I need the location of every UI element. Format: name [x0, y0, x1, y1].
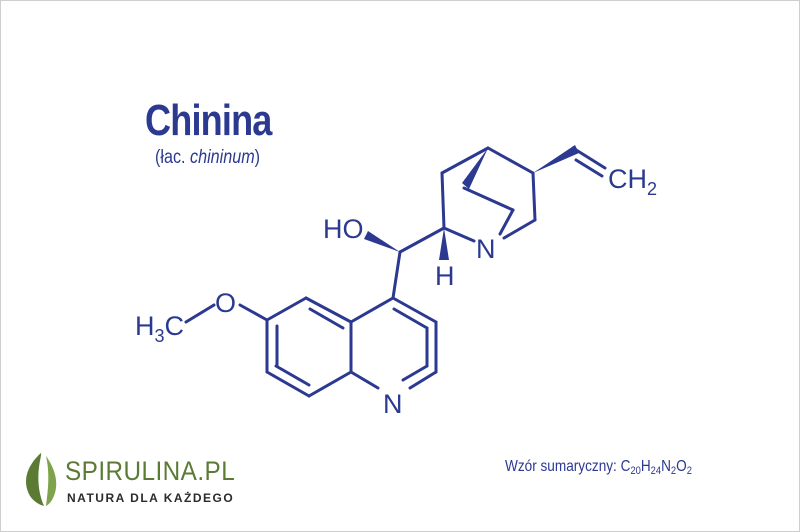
compound-title: Chinina [145, 96, 272, 145]
formula-element: H [640, 458, 651, 475]
bond [265, 370, 311, 398]
bond [349, 370, 380, 390]
bond [486, 146, 535, 175]
formula-count: 2 [686, 465, 692, 477]
bond [391, 250, 402, 300]
formula-label: Wzór sumaryczny: [505, 458, 621, 475]
formula-element: C [620, 458, 631, 475]
wedge-bond-h [439, 228, 449, 260]
atom-h-stereo: H [435, 261, 455, 291]
bond [571, 146, 607, 170]
bond-double-inner [274, 364, 311, 387]
formula-element: O [676, 458, 687, 475]
formula-count: 20 [630, 465, 641, 477]
formula-count: 24 [650, 465, 662, 477]
bond [440, 171, 446, 230]
molecular-formula: Wzór sumaryczny: C20H24N2O2 [505, 458, 692, 477]
bond-double-inner [392, 307, 429, 330]
bond-double-inner [574, 158, 604, 178]
bond [391, 296, 438, 324]
bond [398, 226, 446, 254]
methyl-h: H [135, 311, 155, 341]
subtitle-latin-name: chininum [190, 147, 255, 168]
bond [265, 296, 308, 322]
vinyl-subscript: 2 [647, 179, 657, 199]
bond [498, 208, 515, 236]
bond [304, 296, 353, 324]
atom-vinyl-ch2: CH2 [608, 164, 657, 199]
spirulina-logo [26, 451, 57, 507]
bond [502, 218, 537, 240]
formula-element: N [661, 458, 671, 475]
atom-methyl: H3C [135, 311, 184, 346]
wedge-bonds [364, 145, 579, 260]
atom-o-methoxy: O [215, 288, 236, 318]
bond [440, 146, 490, 175]
bond [462, 186, 515, 212]
formula-count: 2 [670, 465, 677, 477]
vinyl-ch: CH [608, 164, 647, 194]
bond [408, 370, 438, 390]
brand-tagline: NATURA DLA KAŻDEGO [67, 491, 235, 505]
bond [442, 226, 476, 243]
brand-name: SPIRULINA.PL [65, 456, 236, 486]
bond [184, 303, 216, 324]
bond [349, 296, 395, 324]
bond-lines [184, 146, 607, 398]
subtitle-suffix: ) [254, 147, 261, 168]
compound-subtitle: (łac. chininum) [155, 147, 260, 169]
bond-double-inner [308, 307, 345, 330]
wedge-bond-vinyl [533, 145, 579, 173]
bond [531, 171, 537, 222]
methyl-c: C [165, 311, 185, 341]
bond [238, 303, 269, 322]
bond-double-inner [401, 364, 429, 382]
bond [307, 370, 353, 398]
subtitle-prefix: (łac. [155, 147, 191, 168]
atom-n-quinoline: N [383, 389, 403, 419]
atom-ho: HO [323, 214, 364, 244]
leaf-icon [26, 451, 57, 507]
wedge-bond-bridge [462, 148, 488, 189]
wedge-bond-ho [364, 231, 400, 252]
atom-n-bicyclic: N [476, 234, 496, 264]
methyl-subscript: 3 [155, 326, 165, 346]
